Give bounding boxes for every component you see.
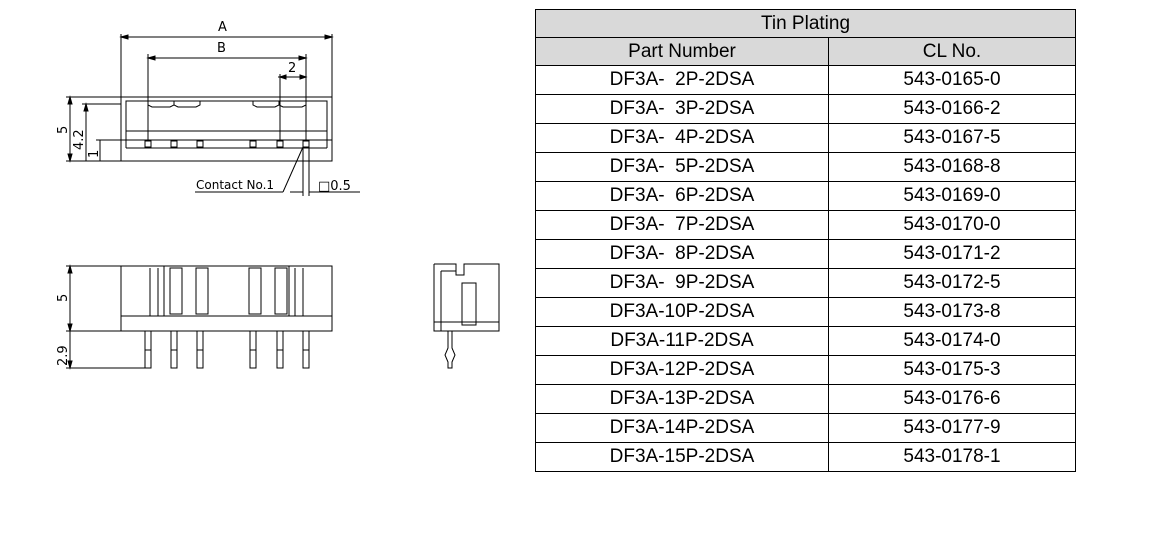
cl-no-cell: 543-0167-5 [828, 123, 1076, 153]
part-number-cell: DF3A- 3P-2DSA [535, 94, 829, 124]
cl-no-cell: 543-0165-0 [828, 65, 1076, 95]
cl-no-cell: 543-0171-2 [828, 239, 1076, 269]
contact-no-1-label: Contact No.1 [196, 178, 274, 192]
part-number-cell: DF3A- 7P-2DSA [535, 210, 829, 240]
part-number-cell: DF3A-13P-2DSA [535, 384, 829, 414]
part-number-cell: DF3A-11P-2DSA [535, 326, 829, 356]
part-number-cell: DF3A- 4P-2DSA [535, 123, 829, 153]
cl-no-cell: 543-0177-9 [828, 413, 1076, 443]
dim-4-2-label: 4.2 [72, 129, 87, 150]
pin-size-label: □0.5 [318, 179, 351, 194]
cl-no-cell: 543-0175-3 [828, 355, 1076, 385]
header-cl-no: CL No. [828, 37, 1076, 66]
part-number-cell: DF3A- 9P-2DSA [535, 268, 829, 298]
cl-no-cell: 543-0173-8 [828, 297, 1076, 327]
dim-pitch-label: 2 [288, 61, 296, 76]
part-number-cell: DF3A-12P-2DSA [535, 355, 829, 385]
header-part-number: Part Number [535, 37, 829, 66]
part-number-cell: DF3A- 2P-2DSA [535, 65, 829, 95]
cl-no-cell: 543-0166-2 [828, 94, 1076, 124]
part-number-cell: DF3A-15P-2DSA [535, 442, 829, 472]
dim-1-label: 1 [87, 150, 102, 158]
dim-b-label: B [217, 41, 226, 56]
part-number-cell: DF3A-14P-2DSA [535, 413, 829, 443]
cl-no-cell: 543-0178-1 [828, 442, 1076, 472]
cl-no-cell: 543-0174-0 [828, 326, 1076, 356]
dim-height-label: 5 [56, 126, 71, 134]
cl-no-cell: 543-0172-5 [828, 268, 1076, 298]
dim-a-label: A [218, 20, 227, 35]
part-number-cell: DF3A- 8P-2DSA [535, 239, 829, 269]
part-number-cell: DF3A- 5P-2DSA [535, 152, 829, 182]
part-number-cell: DF3A-10P-2DSA [535, 297, 829, 327]
table-title: Tin Plating [535, 9, 1076, 38]
cl-no-cell: 543-0176-6 [828, 384, 1076, 414]
cl-no-cell: 543-0169-0 [828, 181, 1076, 211]
connector-drawing: A B 2 5 4.2 1 Contact No.1 □0.5 5 2.9 [56, 20, 500, 370]
side-pin-length-label: 2.9 [56, 345, 71, 366]
cl-no-cell: 543-0168-8 [828, 152, 1076, 182]
side-height-label: 5 [56, 294, 71, 302]
part-number-cell: DF3A- 6P-2DSA [535, 181, 829, 211]
cl-no-cell: 543-0170-0 [828, 210, 1076, 240]
part-number-table: Tin Plating Part Number CL No. DF3A- 2P-… [535, 9, 1076, 472]
